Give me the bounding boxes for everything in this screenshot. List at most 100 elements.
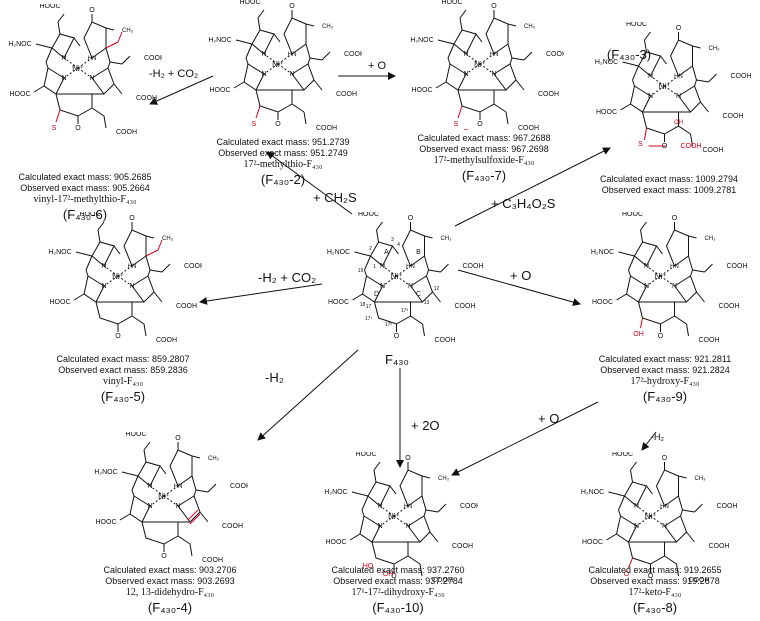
ni-coordination <box>263 63 279 75</box>
bond <box>177 535 191 545</box>
bond <box>131 475 139 491</box>
observed-mass: Observed exact mass: 967.2698 <box>419 144 549 154</box>
calculated-mass: Calculated exact mass: 859.2807 <box>56 354 190 364</box>
nitrogen-label: HN <box>404 504 413 510</box>
bond <box>608 491 625 497</box>
cooh-label: COOH <box>230 483 248 490</box>
cooh-label: COOH <box>709 543 730 550</box>
bond <box>704 263 713 273</box>
vinyl-bond <box>145 249 159 257</box>
methyl-label: CH₃ <box>709 46 721 52</box>
nitrogen-label: N <box>405 523 410 530</box>
compound-id: (F₄₃₀-3) <box>606 47 652 62</box>
bond <box>195 489 209 493</box>
bond <box>708 73 717 83</box>
bond <box>143 441 151 451</box>
bond <box>349 533 361 541</box>
sulfur-label: S <box>252 121 257 128</box>
thioether-bond <box>255 105 261 119</box>
cooh-label: COOH <box>546 51 564 58</box>
ring-b <box>665 229 689 267</box>
bond <box>45 47 53 63</box>
h2noc-label: H₂NOC <box>591 249 614 256</box>
structure-f10: NHNNNNi⁺OHOOCH₂NOCCH₃COOHCOOHHOOCCOOHOHO… <box>324 452 478 584</box>
bond <box>509 57 513 65</box>
bond <box>392 245 399 255</box>
vinyl-bond <box>105 41 119 49</box>
ni-coordination <box>650 75 665 87</box>
bond <box>257 9 265 19</box>
ni-coordination <box>636 505 651 517</box>
carbonyl-o-label: O <box>405 455 411 462</box>
nitrogen-label: N <box>101 283 106 290</box>
ni-coordination <box>393 515 409 527</box>
caption-f2: Calculated exact mass: 951.2739 Observed… <box>198 137 368 188</box>
ring-e <box>638 301 675 325</box>
nitrogen-label: N <box>261 71 266 78</box>
ni-coordination <box>660 265 675 277</box>
methyl-label: CH₃ <box>695 476 707 482</box>
bond <box>97 221 105 231</box>
hooc-label: HOOC <box>622 212 643 218</box>
sulfoxide-o-label: O <box>463 129 469 130</box>
bond <box>235 39 253 45</box>
observed-mass: Observed exact mass: 951.2749 <box>218 148 348 158</box>
reaction-label-f2-f6: -H₂ + CO₂ <box>149 68 199 80</box>
bond <box>321 51 331 61</box>
bond <box>305 43 311 59</box>
nitrogen-label: N <box>261 51 266 58</box>
ni-coordination <box>63 57 79 69</box>
observed-mass: Observed exact mass: 937.2784 <box>333 576 463 586</box>
calculated-mass: Calculated exact mass: 937.2760 <box>331 565 465 575</box>
observed-mass: Observed exact mass: 1009.2781 <box>601 185 737 195</box>
ni-coordination <box>660 275 675 287</box>
cooh-label: COOH <box>455 303 476 310</box>
ni-coordination <box>382 265 397 277</box>
bond <box>628 269 631 277</box>
ni-coordination <box>263 53 279 65</box>
bond <box>425 509 439 513</box>
bond <box>143 449 147 463</box>
hooc-label: HOOC <box>328 299 349 306</box>
bond <box>435 81 447 89</box>
bond <box>688 235 697 239</box>
bond <box>656 245 663 255</box>
nitrogen-label: N <box>634 503 639 510</box>
nitrogen-label: N <box>61 55 66 62</box>
ni-coordination <box>465 53 481 65</box>
hooc-label: HOOC <box>50 299 71 306</box>
bond <box>257 17 261 31</box>
bond <box>191 455 201 459</box>
bond <box>303 111 307 125</box>
cooh-label: COOH <box>336 91 357 98</box>
bond <box>424 235 433 239</box>
cooh-label: COOH <box>222 523 243 530</box>
nitrogen-label: N <box>648 73 653 80</box>
atom-number: 4 <box>397 242 400 248</box>
nitrogen-label: N <box>101 263 106 270</box>
nitrogen-label: N <box>129 283 134 290</box>
bond <box>694 503 703 513</box>
caption-f8: Calculated exact mass: 919.2655 Observed… <box>570 565 740 616</box>
bond <box>57 13 65 23</box>
cooh-label: COOH <box>184 263 202 270</box>
bond <box>361 509 365 517</box>
nickel-label: Ni⁺ <box>272 60 284 69</box>
arrow-f2-to-f6 <box>149 75 214 105</box>
atom-number: 12 <box>434 286 440 292</box>
bond <box>700 101 709 113</box>
ring-c <box>664 515 688 543</box>
cooh-label: COOH <box>116 129 137 136</box>
arrow-f430-to-f3 <box>454 147 611 227</box>
bond <box>630 469 633 483</box>
reaction-label-f430-f10: + 2O <box>411 418 440 433</box>
nitrogen-label: N <box>147 483 152 490</box>
ring-c <box>407 515 431 543</box>
atom-number: 17¹ <box>365 316 373 322</box>
hydroxy-label: OH <box>674 120 683 126</box>
bond <box>153 291 163 303</box>
